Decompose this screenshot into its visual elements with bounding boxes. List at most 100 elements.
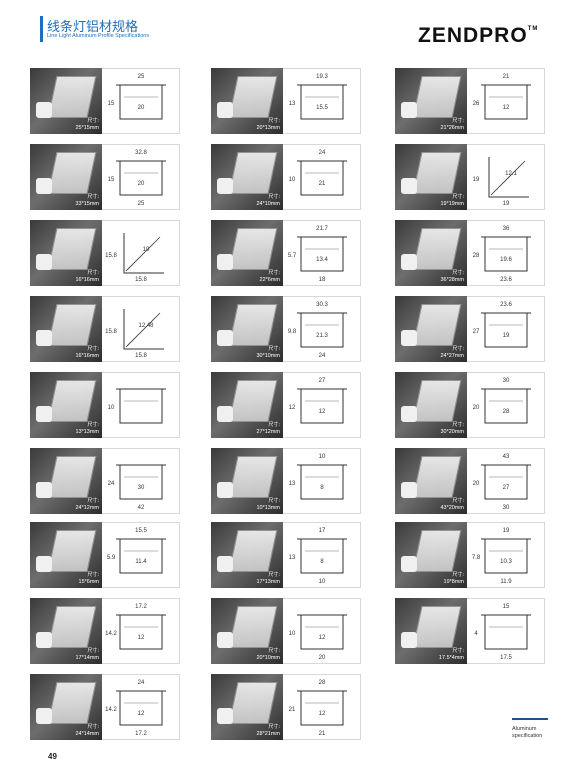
- profile-outline: [481, 84, 531, 120]
- cross-section-svg: 15.815.810: [105, 233, 164, 283]
- size-label: 尺寸:: [87, 270, 99, 276]
- dim-top: 23.6: [500, 302, 512, 308]
- dim-inner: 10.3: [500, 559, 512, 565]
- size-label: 尺寸:: [452, 572, 464, 578]
- dim-bottom: 10: [319, 579, 326, 585]
- dim-diag: 10: [143, 247, 150, 253]
- profile-extrusion-image: [412, 228, 462, 270]
- dim-side: 10: [289, 631, 296, 637]
- end-cap-image: [217, 482, 233, 498]
- profile-photo: 尺寸:21*26mm: [395, 68, 467, 134]
- cross-section-svg: 15.815.812.48: [105, 309, 164, 359]
- dim-inner: 19: [503, 333, 510, 339]
- dim-bottom: 24: [319, 353, 326, 359]
- dim-side: 15: [108, 177, 115, 183]
- size-value: 36*28mm: [440, 277, 464, 283]
- size-label: 尺寸:: [452, 498, 464, 504]
- dim-side: 26: [473, 101, 480, 107]
- profile-outline: [116, 160, 166, 196]
- profile-photo: 尺寸:33*15mm: [30, 144, 102, 210]
- size-value: 17.5*4mm: [438, 655, 464, 661]
- profile-photo: 尺寸:25*15mm: [30, 68, 102, 134]
- dim-diag: 12.48: [138, 323, 154, 329]
- size-value: 24*10mm: [256, 201, 280, 207]
- dim-side: 28: [473, 253, 480, 259]
- profile-photo: 尺寸:20*13mm: [211, 68, 283, 134]
- dim-top: 17: [319, 528, 326, 534]
- size-label: 尺寸:: [268, 648, 280, 654]
- profile-outline: [481, 236, 531, 272]
- dim-inner: 12: [138, 635, 145, 641]
- end-cap-image: [36, 556, 52, 572]
- page-number: 49: [48, 752, 57, 761]
- profile-extrusion-image: [228, 228, 278, 270]
- profile-outline: [123, 233, 164, 274]
- diffuser-line: [125, 236, 161, 272]
- dim-side: 14.2: [105, 707, 117, 713]
- end-cap-image: [217, 102, 233, 118]
- profile-photo: 尺寸:17.5*4mm: [395, 598, 467, 664]
- profile-outline: [116, 464, 166, 500]
- dim-top: 21: [503, 74, 510, 80]
- profile-outline: [123, 309, 164, 350]
- size-value: 24*14mm: [75, 731, 99, 737]
- profile-outline: [297, 388, 347, 424]
- dim-top: 36: [503, 226, 510, 232]
- size-value: 30*10mm: [256, 353, 280, 359]
- dim-bottom: 19: [503, 201, 510, 207]
- size-value: 20*13mm: [256, 125, 280, 131]
- size-label: 尺寸:: [268, 194, 280, 200]
- dim-inner: 11.4: [135, 559, 147, 565]
- profile-outline: [297, 690, 347, 726]
- size-value: 28*21mm: [256, 731, 280, 737]
- dim-bottom: 18: [319, 277, 326, 283]
- profile-outline: [297, 312, 347, 348]
- profile-extrusion-image: [412, 456, 462, 498]
- dim-side: 5.9: [107, 555, 116, 561]
- size-value: 16*16mm: [75, 353, 99, 359]
- profile-outline: [297, 160, 347, 196]
- dim-inner: 8: [320, 559, 324, 565]
- dim-inner: 12: [319, 635, 326, 641]
- size-label: 尺寸:: [87, 422, 99, 428]
- size-label: 尺寸:: [87, 118, 99, 124]
- profile-photo: 尺寸:36*28mm: [395, 220, 467, 286]
- dim-bottom: 15.8: [135, 277, 147, 283]
- profile-photo: 尺寸:24*10mm: [211, 144, 283, 210]
- size-label: 尺寸:: [268, 270, 280, 276]
- dim-side: 21: [289, 707, 296, 713]
- size-label: 尺寸:: [87, 194, 99, 200]
- size-label: 尺寸:: [87, 724, 99, 730]
- profile-outline: [297, 464, 347, 500]
- dim-top: 17.2: [135, 604, 147, 610]
- dim-side: 12: [289, 405, 296, 411]
- dim-inner: 12: [138, 711, 145, 717]
- size-label: 尺寸:: [87, 346, 99, 352]
- end-cap-image: [36, 632, 52, 648]
- profile-photo: 尺寸:20*10mm: [211, 598, 283, 664]
- profile-extrusion-image: [47, 456, 97, 498]
